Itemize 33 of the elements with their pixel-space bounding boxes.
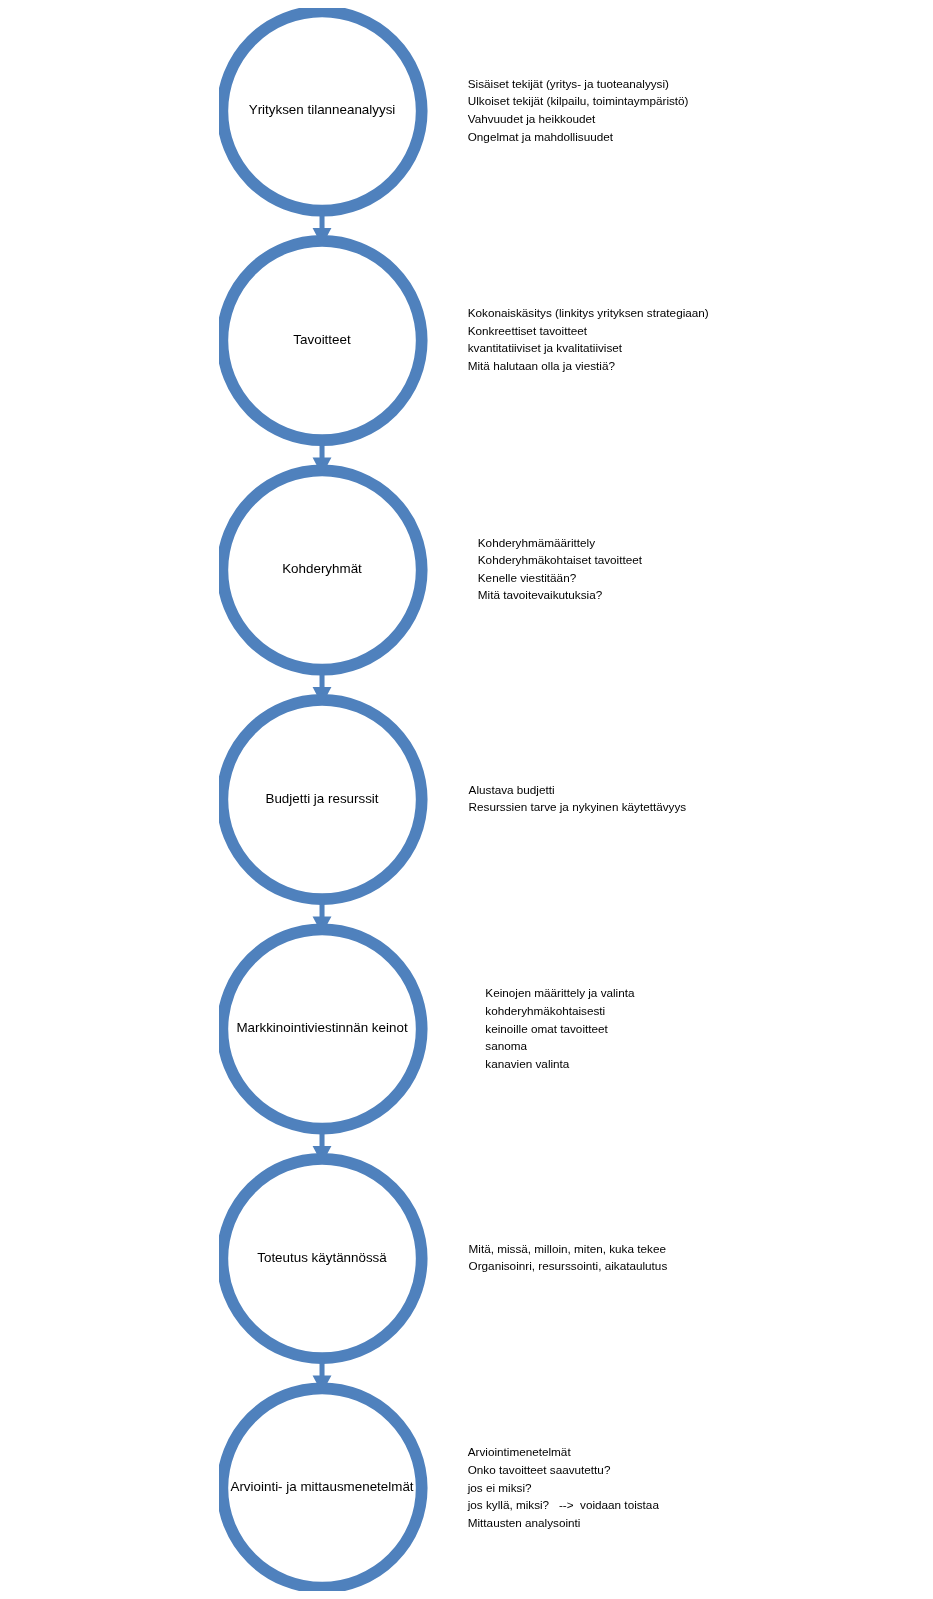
node-label: Ongelmat ja mahdollisuudet xyxy=(467,129,614,143)
node-label: Kohderyhmämäärittely xyxy=(477,535,596,549)
node-label: Vahvuudet ja heikkoudet xyxy=(467,111,596,125)
node-circle: Tavoitteet xyxy=(219,235,428,447)
node-label: keinoille omat tavoitteet xyxy=(485,1021,608,1035)
node-label: Mittausten analysointi xyxy=(467,1515,581,1529)
node-label: Organisoinri, resurssointi, aikataulutus xyxy=(468,1259,668,1273)
node-label: Onko tavoitteet saavutettu? xyxy=(467,1462,611,1476)
node-label: kohderyhmäkohtaisesti xyxy=(485,1003,606,1017)
node-label: sanoma xyxy=(485,1039,528,1053)
node-label: kanavien valinta xyxy=(485,1056,570,1070)
node-label: Keinojen määrittely ja valinta xyxy=(485,986,635,1000)
node-label: Mitä tavoitevaikutuksia? xyxy=(477,588,603,602)
node-label: Mitä, missä, milloin, miten, kuka tekee xyxy=(468,1241,666,1255)
node-label: Kokonaiskäsitys (linkitys yrityksen strategiaan) xyxy=(467,306,709,320)
node-label: Arviointimenetelmät xyxy=(467,1445,571,1459)
node-circle: Toteutus käytännössä xyxy=(219,1152,428,1364)
node-label: Resurssien tarve ja nykyinen käytettävyys xyxy=(468,800,687,814)
node-label: Mitä halutaan olla ja viestiä? xyxy=(467,359,615,372)
node-label: Kohderyhmäkohtaiset tavoitteet xyxy=(477,553,642,567)
node-label: jos kyllä, miksi? --> voidaan toistaa xyxy=(467,1498,659,1512)
node-circle: Yrityksen tilanneanalyysi xyxy=(219,8,428,217)
node-circle: Budjetti ja resurssit xyxy=(219,693,428,906)
node-circle: Kohderyhmät xyxy=(219,464,428,676)
node-label: Konkreettiset tavoitteet xyxy=(467,323,587,337)
node-label: Alustava budjetti xyxy=(468,782,555,796)
node-label: kvantitatiiviset ja kvalitatiiviset xyxy=(467,341,623,355)
node-circle: Markkinointiviestinnän keinot xyxy=(219,923,428,1135)
node-label: Sisäiset tekijät (yritys- ja tuoteanalyysi) xyxy=(467,76,670,90)
node-label: jos ei miksi? xyxy=(467,1480,532,1494)
node-label: Ulkoiset tekijät (kilpailu, toimintaympäristö) xyxy=(467,94,689,108)
node-circle: Arviointi- ja mittausmenetelmät xyxy=(219,1382,428,1591)
node-label: Kenelle viestitään? xyxy=(477,570,577,584)
